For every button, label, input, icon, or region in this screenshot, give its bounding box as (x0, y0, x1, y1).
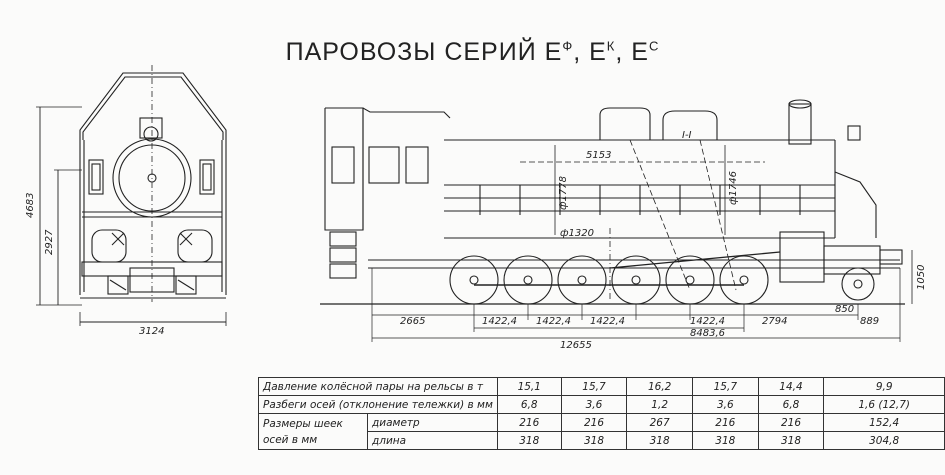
dim-total-height: 4683 (25, 193, 36, 218)
drawing-title: ПАРОВОЗЫ СЕРИЙ ЕФ, ЕК, ЕС (285, 38, 660, 66)
dim-wheelbase-3: 1422,4 (590, 316, 625, 327)
side-view (320, 99, 913, 342)
spec-table: Давление колёсной пары на рельсы в т 15,… (258, 377, 945, 450)
title-text: ПАРОВОЗЫ СЕРИЙ (285, 38, 537, 66)
table-cell: 318 (757, 431, 825, 450)
dim-overhang-front: 2665 (400, 316, 425, 327)
dim-buffer-height: 1050 (916, 265, 927, 290)
table-cell: 14,4 (757, 377, 825, 396)
dim-rear-axle: 2794 (762, 316, 787, 327)
dim-wheelbase-4: 1422,4 (690, 316, 725, 327)
dim-dia-right: ф1746 (728, 171, 739, 205)
dim-rear-small: 850 (835, 304, 854, 315)
table-cell: 318 (560, 431, 628, 450)
table-cell: 16,2 (626, 377, 693, 396)
front-view (36, 65, 227, 326)
table-cell: 152,4 (823, 413, 945, 432)
table-row: Давление колёсной пары на рельсы в т 15,… (258, 377, 945, 396)
dim-axis-height: 2927 (44, 229, 55, 255)
dim-dia-main: ф1778 (558, 176, 569, 210)
dim-wheelbase-1: 1422,4 (482, 316, 517, 327)
row-sub-label: диаметр (367, 413, 498, 432)
dim-boiler-length: 5153 (586, 150, 611, 161)
table-cell: 3,6 (691, 395, 759, 414)
dim-rear-end: 889 (860, 316, 879, 327)
series-3: ЕС (631, 38, 660, 66)
table-cell: 216 (757, 413, 825, 432)
table-row: Разбеги осей (отклонение тележки) в мм 6… (258, 395, 945, 414)
table-cell: 216 (496, 413, 562, 432)
table-cell: 3,6 (560, 395, 628, 414)
row-label: Размеры шеек осей в мм (258, 413, 368, 450)
table-cell: 6,8 (757, 395, 825, 414)
series-2: ЕК (589, 38, 616, 66)
table-cell: 318 (496, 431, 562, 450)
dim-rigid-base: 8483,6 (690, 328, 725, 339)
table-cell: 267 (626, 413, 693, 432)
row-label: Разбеги осей (отклонение тележки) в мм (258, 395, 498, 414)
table-cell: 1,6 (12,7) (823, 395, 945, 414)
dim-dia-low: ф1320 (560, 228, 594, 239)
table-cell: 1,2 (626, 395, 693, 414)
dim-section-mark: I-I (682, 130, 692, 141)
table-row: длина 318 318 318 318 318 304,8 (259, 431, 945, 450)
dim-wheelbase-2: 1422,4 (536, 316, 571, 327)
table-cell: 318 (626, 431, 693, 450)
table-cell: 216 (691, 413, 759, 432)
table-cell: 15,7 (560, 377, 628, 396)
table-cell: 15,1 (496, 377, 562, 396)
table-cell: 15,7 (691, 377, 759, 396)
dim-total-length: 12655 (560, 340, 592, 351)
series-1: ЕФ (544, 38, 574, 66)
table-cell: 304,8 (823, 431, 945, 450)
dim-front-width: 3124 (139, 326, 164, 337)
table-cell: 216 (560, 413, 628, 432)
row-label: Давление колёсной пары на рельсы в т (258, 377, 498, 396)
row-sub-label: длина (367, 431, 498, 450)
table-cell: 6,8 (496, 395, 562, 414)
table-cell: 9,9 (823, 377, 945, 396)
table-row: Размеры шеек осей в мм диаметр 216 216 2… (258, 413, 945, 450)
table-cell: 318 (691, 431, 759, 450)
